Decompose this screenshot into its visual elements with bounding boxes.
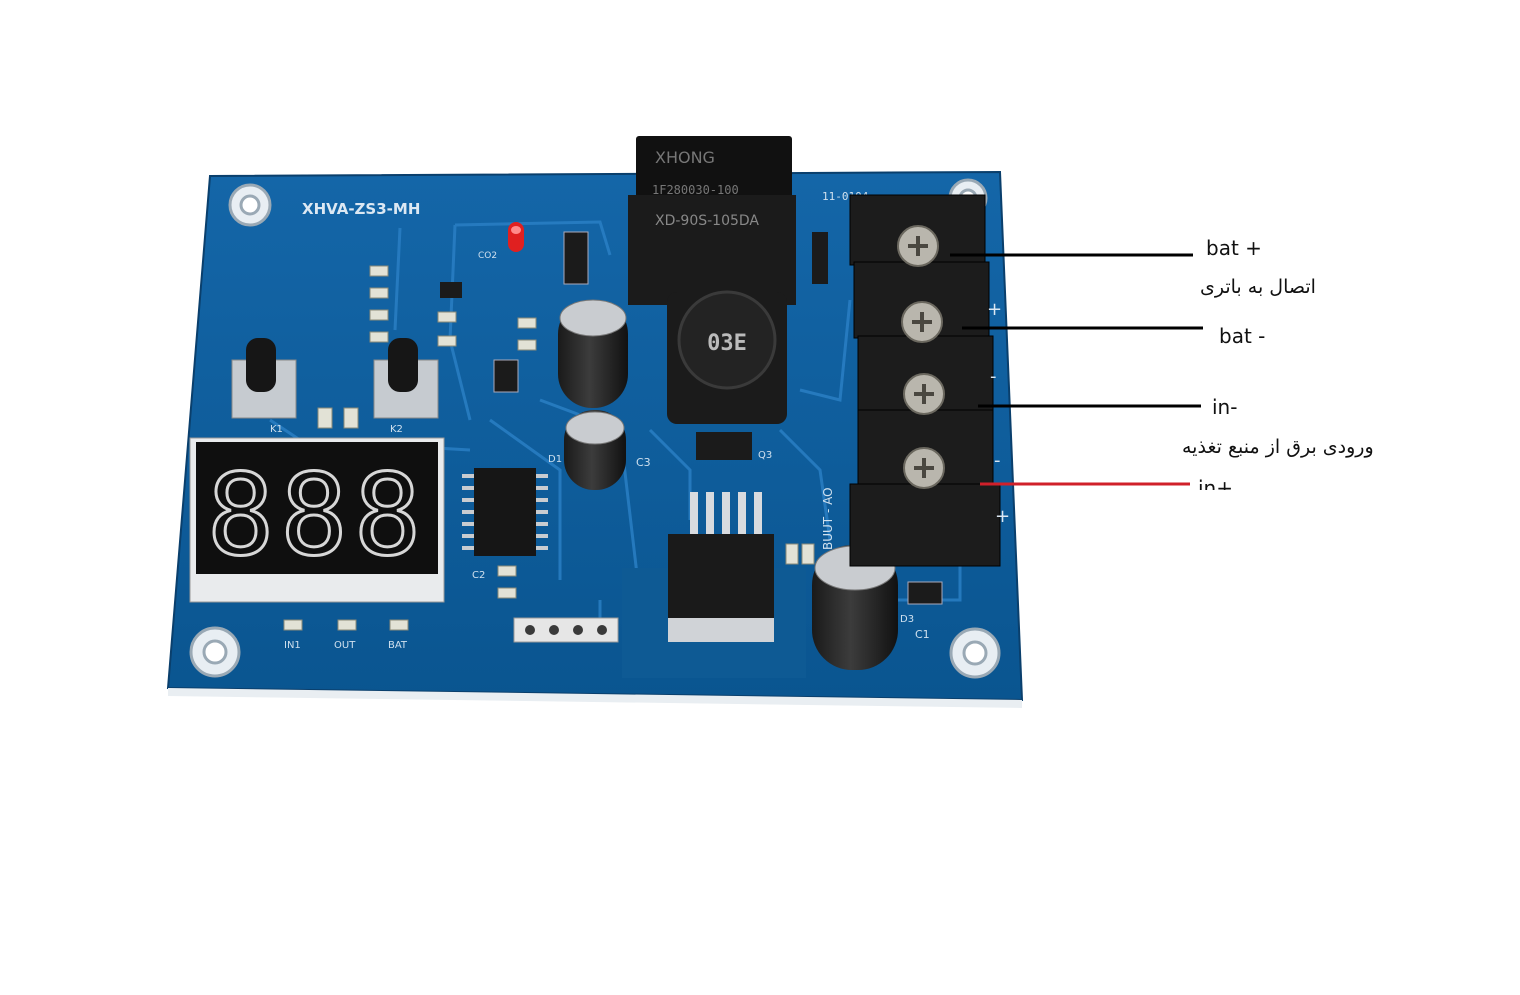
red-led [508,222,524,252]
transistor-q [440,282,462,298]
pin-header [513,617,619,643]
push-button-k2[interactable] [373,338,439,419]
voltage-regulator [622,492,806,678]
silk-c1: C1 [915,628,930,641]
board-model-text: XHVA-ZS3-MH [302,200,420,218]
capacitor-small [564,410,626,490]
silk-out: OUT [334,640,356,651]
terminal-sign-1: + [987,299,1002,320]
label-bat-minus: bat - [1219,324,1266,348]
silk-k1: K1 [270,424,283,435]
diode-top [563,231,589,285]
terminal-block [849,194,1001,567]
silk-in1: IN1 [284,640,301,651]
display-digits: 888 [207,451,427,581]
silk-bat: BAT [388,640,408,651]
relay-brand: XHONG [655,148,715,167]
smd-resistors [283,265,815,631]
label-in-plus: in+ [1198,476,1233,490]
label-bat-plus: bat + [1206,236,1262,260]
side-silk-text: BUUT - AO [821,487,835,550]
label-in-minus: in- [1212,395,1238,419]
seven-segment-display [189,437,445,603]
terminal-sign-2: - [990,366,997,387]
pcb-edge [168,688,1022,708]
diode-d1 [493,359,519,393]
silk-d3: D3 [900,614,914,625]
silk-co2: CO2 [478,251,497,261]
terminal-sign-3: - [994,450,1001,471]
relay: XHONG 1F280030-100 XD-90S-105DA [628,136,796,305]
relay-model: XD-90S-105DA [655,213,759,229]
terminal-sign-4: + [995,506,1010,527]
capacitor-large-top [558,299,628,408]
label-power-input: ورودی برق از منبع تغذیه [1182,436,1374,458]
silk-d1: D1 [548,454,562,465]
relay-spec: 1F280030-100 [652,183,739,197]
inductor: 03E [667,290,787,424]
silk-k2: K2 [390,424,403,435]
transistor-q3 [696,432,752,460]
push-button-k1[interactable] [231,338,297,419]
silk-q3: Q3 [758,450,772,461]
jumper [812,232,828,284]
silk-c3: C3 [636,456,651,469]
diode-d3 [907,581,943,605]
inductor-label: 03E [707,331,747,356]
controller-ic [462,468,548,556]
silk-c2: C2 [472,570,485,581]
label-battery-connection: اتصال به باتری [1200,276,1316,298]
screw-slots [908,236,934,478]
